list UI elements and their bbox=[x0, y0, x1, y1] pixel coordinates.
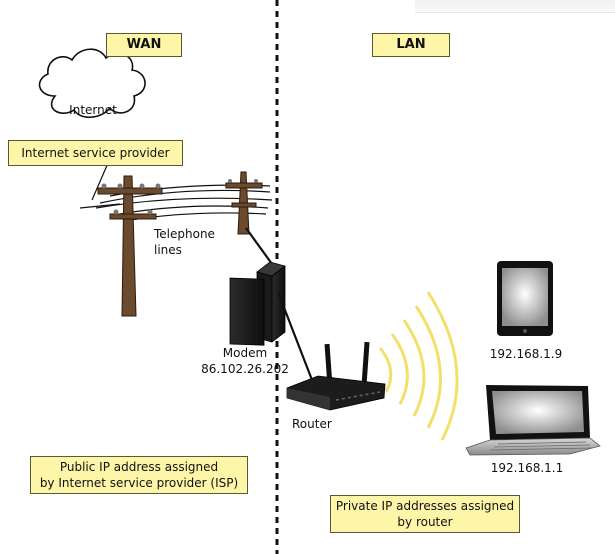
telephone-pole-left-icon bbox=[97, 175, 163, 317]
isp-label: Internet service provider bbox=[8, 140, 183, 166]
modem-icon bbox=[229, 261, 286, 346]
public-ip-note: Public IP address assigned by Internet s… bbox=[30, 456, 248, 494]
laptop-ip-label: 192.168.1.1 bbox=[490, 461, 564, 475]
wifi-signal-icon bbox=[378, 291, 459, 441]
router-icon bbox=[286, 341, 386, 411]
wan-heading: WAN bbox=[106, 33, 182, 57]
tablet-icon bbox=[497, 261, 553, 336]
laptop-icon bbox=[465, 385, 601, 456]
internet-label: Internet bbox=[69, 103, 117, 117]
modem-label: Modem 86.102.26.202 bbox=[201, 346, 289, 376]
top-edge-shade bbox=[415, 0, 615, 13]
modem-cable bbox=[245, 227, 273, 265]
internet-cloud-icon bbox=[38, 48, 146, 119]
router-label: Router bbox=[292, 417, 332, 431]
telephone-pole-right-icon bbox=[225, 171, 263, 235]
router-cable bbox=[276, 291, 314, 381]
lan-heading: LAN bbox=[372, 33, 450, 57]
tablet-ip-label: 192.168.1.9 bbox=[489, 347, 563, 361]
telephone-lines-label: Telephone lines bbox=[154, 227, 215, 257]
private-ip-note: Private IP addresses assigned by router bbox=[330, 495, 520, 533]
